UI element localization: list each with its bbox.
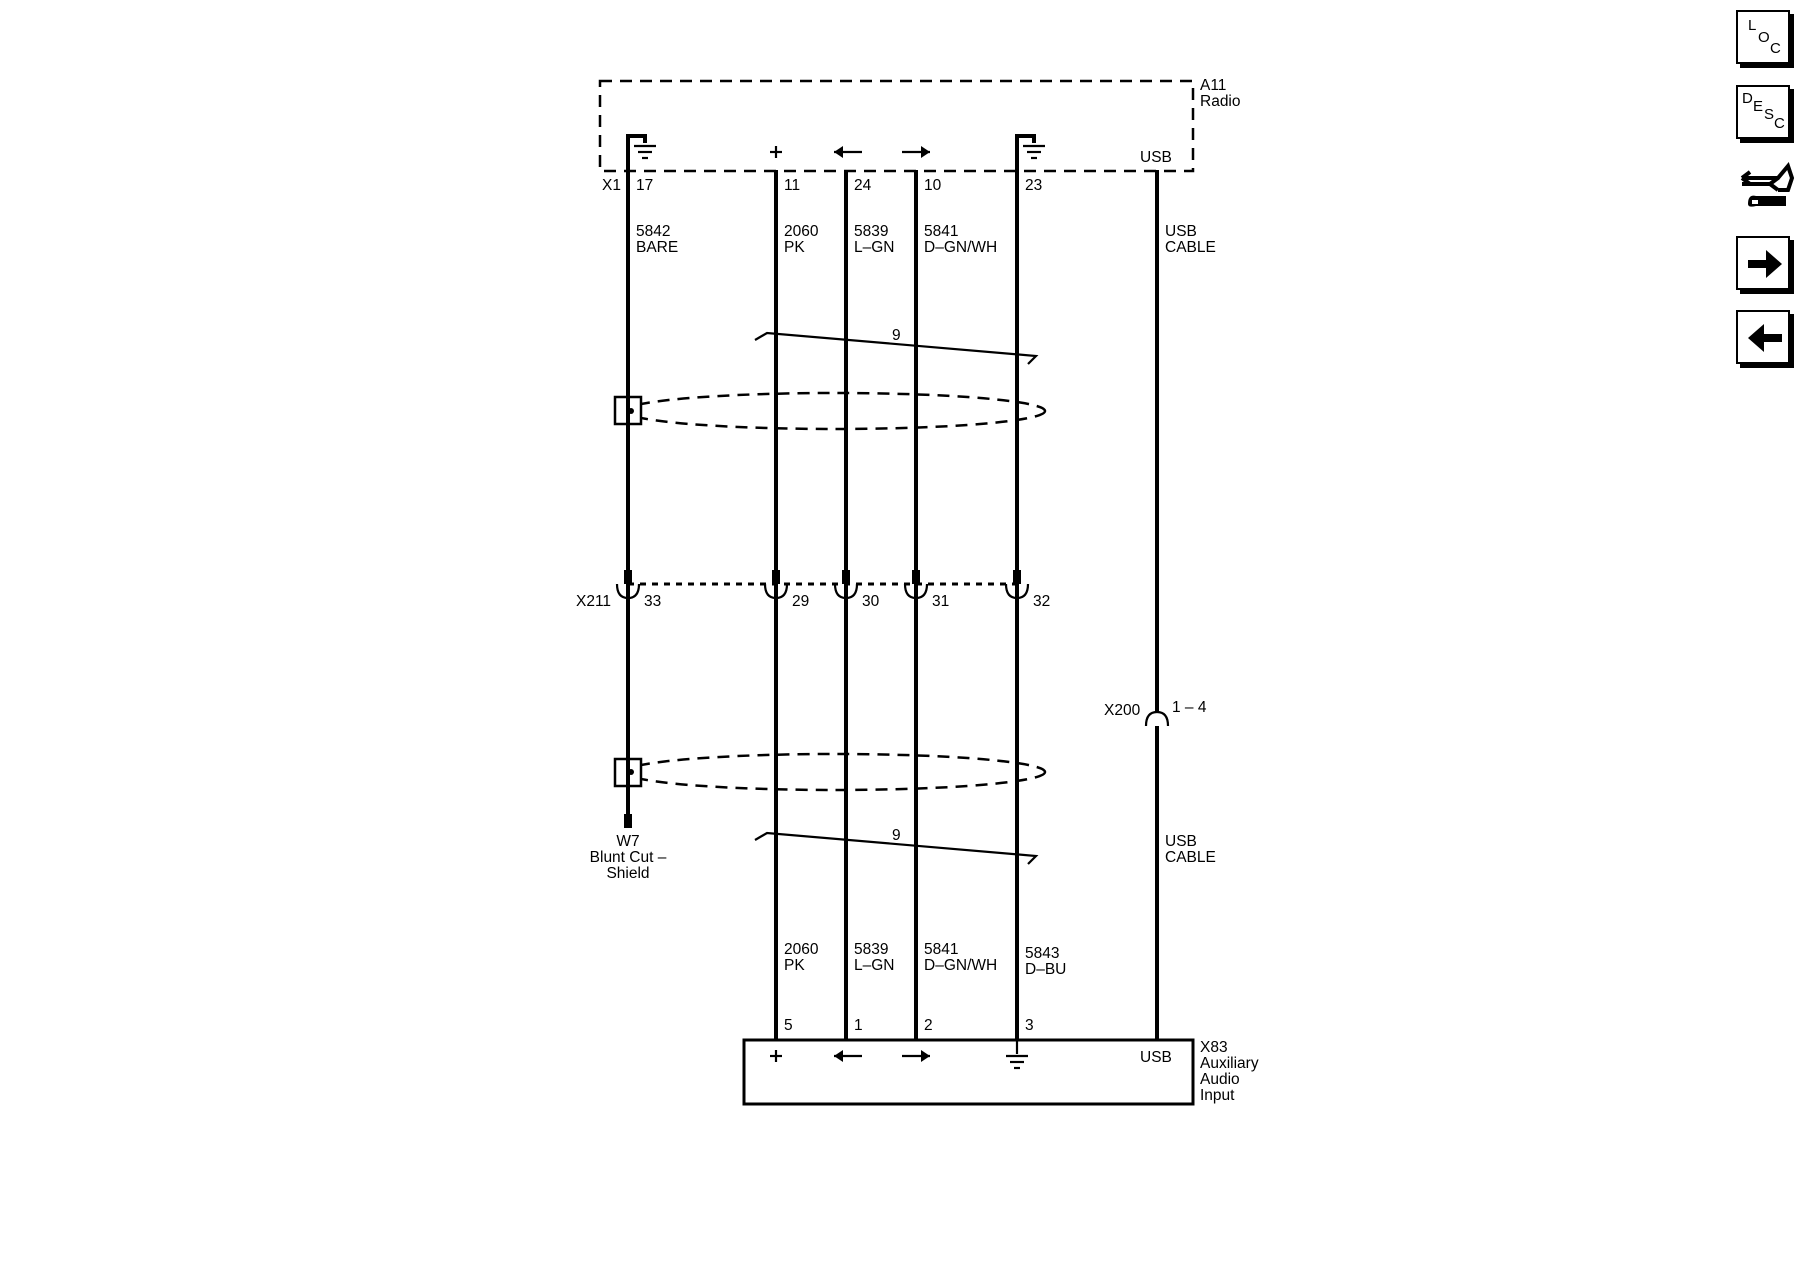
location-letter-o: O [1758, 29, 1770, 46]
usb-cable-top-line2: CABLE [1165, 239, 1216, 256]
arrow-right-icon [902, 146, 930, 158]
wire4-top-pin: 10 [924, 177, 942, 194]
x211-pin-wire1: 33 [644, 593, 661, 610]
shield-top-contact [628, 408, 634, 414]
wire5-top-pin: 23 [1025, 177, 1042, 194]
radio-ref: A11 [1200, 77, 1226, 94]
usb-cable-bottom-line1: USB [1165, 833, 1197, 850]
description-letter-c: C [1774, 115, 1785, 132]
x211-ref: X211 [576, 593, 611, 610]
location-button[interactable]: L O C [1736, 10, 1790, 64]
location-letter-c: C [1770, 40, 1781, 57]
wire4-bottom-color: D–GN/WH [924, 957, 997, 974]
radio-module-outline [598, 79, 1195, 173]
wire-5843-dbu-top [1015, 134, 1036, 143]
twisted-pair-top-label: 9 [892, 327, 901, 344]
plus-icon [770, 1050, 782, 1062]
wire3-bottom-color: L–GN [854, 957, 895, 974]
twisted-pair-top [754, 331, 1039, 365]
radio-connector-ref: X1 [602, 177, 621, 194]
shield-top-ellipse [623, 391, 1047, 431]
wire2-top-pin: 11 [784, 177, 800, 194]
ground-icon [634, 144, 656, 160]
aux-name-line1: Auxiliary [1200, 1055, 1259, 1072]
x211-pin-wire5: 32 [1033, 593, 1050, 610]
x211-pin-wire2: 29 [792, 593, 809, 610]
radio-usb-label: USB [1140, 149, 1172, 166]
shield-blunt-cut-end [624, 814, 632, 828]
wire2-bottom-pin: 5 [784, 1017, 793, 1034]
arrow-right-icon [902, 1050, 930, 1062]
x211-pin-symbols [615, 570, 1030, 600]
wire5-bottom-color: D–BU [1025, 961, 1066, 978]
aux-name-line2: Audio [1200, 1071, 1240, 1088]
arrow-left-icon [834, 146, 862, 158]
description-letter-s: S [1764, 106, 1775, 123]
wire5-bottom-pin: 3 [1025, 1017, 1034, 1034]
location-letter-l: L [1748, 17, 1757, 34]
description-letter-e: E [1753, 98, 1764, 115]
arrow-right-icon [1748, 250, 1782, 278]
wire4-color: D–GN/WH [924, 239, 997, 256]
wire4-circuit: 5841 [924, 223, 958, 240]
arrow-left-icon [834, 1050, 862, 1062]
connector-tool-icon [1740, 161, 1795, 207]
description-letter-d: D [1742, 90, 1753, 107]
x200-pins: 1 – 4 [1172, 699, 1207, 716]
shield-line2: Shield [606, 865, 649, 882]
shield-bottom-contact [628, 769, 634, 775]
wire1-top-pin: 17 [636, 177, 653, 194]
wire4-bottom-circuit: 5841 [924, 941, 958, 958]
aux-name-line3: Input [1200, 1087, 1235, 1104]
connector-end-view-button[interactable] [1734, 158, 1798, 222]
plus-icon [770, 146, 782, 158]
twisted-pair-bottom [754, 831, 1039, 865]
usb-cable-bottom-line2: CABLE [1165, 849, 1216, 866]
x211-pin-wire3: 30 [862, 593, 880, 610]
twisted-pair-bottom-label: 9 [892, 827, 901, 844]
wire-5842-bare [626, 134, 647, 143]
wire3-bottom-pin: 1 [854, 1017, 863, 1034]
wire3-top-pin: 24 [854, 177, 872, 194]
ground-icon [1006, 1040, 1028, 1070]
wire4-bottom-pin: 2 [924, 1017, 933, 1034]
x200-ref: X200 [1104, 702, 1141, 719]
shield-line1: Blunt Cut – [590, 849, 667, 866]
previous-page-button[interactable] [1736, 310, 1790, 364]
shield-bottom-ellipse [623, 752, 1047, 792]
x200-connector-symbol [1144, 710, 1170, 727]
aux-usb-label: USB [1140, 1049, 1172, 1066]
wire2-bottom-color: PK [784, 957, 805, 974]
wire2-circuit: 2060 [784, 223, 819, 240]
wire3-color: L–GN [854, 239, 895, 256]
x211-pin-wire4: 31 [932, 593, 949, 610]
ground-icon [1023, 144, 1045, 160]
wire1-color: BARE [636, 239, 678, 256]
wire5-bottom-circuit: 5843 [1025, 945, 1059, 962]
aux-input-module-outline [742, 1038, 1195, 1106]
aux-ref: X83 [1200, 1039, 1228, 1056]
description-button[interactable]: D E S C [1736, 85, 1790, 139]
wire2-color: PK [784, 239, 805, 256]
wire3-circuit: 5839 [854, 223, 888, 240]
usb-cable-top-line1: USB [1165, 223, 1197, 240]
radio-name: Radio [1200, 93, 1241, 110]
next-page-button[interactable] [1736, 236, 1790, 290]
arrow-left-icon [1748, 324, 1782, 352]
shield-ref: W7 [616, 833, 639, 850]
wire1-circuit: 5842 [636, 223, 670, 240]
wire3-bottom-circuit: 5839 [854, 941, 888, 958]
wire2-bottom-circuit: 2060 [784, 941, 819, 958]
